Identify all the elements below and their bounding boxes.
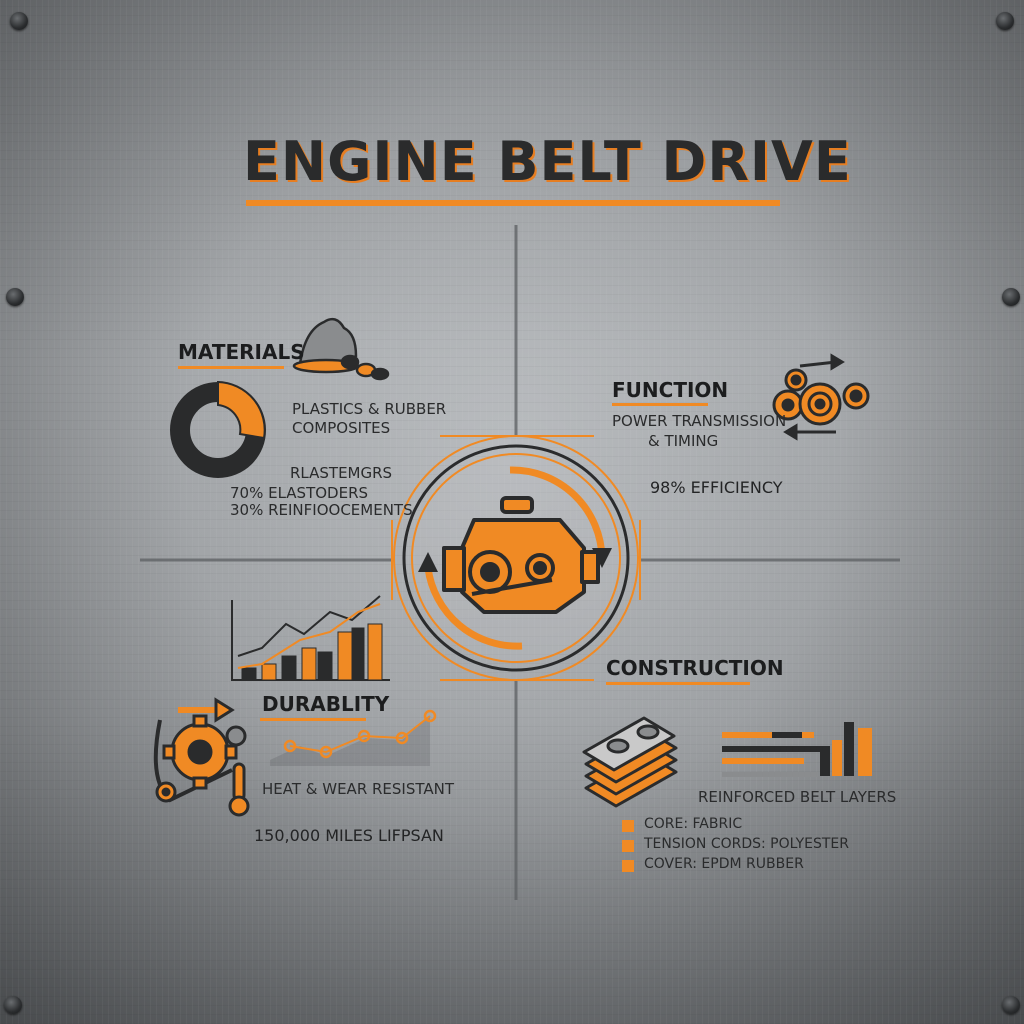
durability-line-1: HEAT & WEAR RESISTANT [262, 780, 455, 798]
rubber-pile-icon [292, 317, 390, 381]
materials-line-3: RLASTEMGRS [290, 464, 393, 482]
rivet [10, 12, 28, 30]
rivet [6, 288, 24, 306]
rivet [996, 12, 1014, 30]
materials-line-4: 70% ELASTODERS [230, 484, 369, 502]
materials-heading: MATERIALS [178, 340, 305, 364]
materials-underline [178, 366, 284, 369]
page-title: ENGINE BELT DRIVE [243, 130, 852, 193]
thermometer-icon [228, 762, 250, 817]
legend-swatch [622, 820, 634, 832]
belt-layers-icon [582, 716, 678, 808]
construction-layer-3: COVER: EPDM RUBBER [644, 856, 804, 872]
materials-line-5: 30% REINFIOOCEMENTS [230, 501, 413, 519]
function-heading: FUNCTION [612, 378, 729, 402]
function-efficiency: 98% EFFICIENCY [650, 478, 783, 497]
bar-chart-icon [231, 595, 390, 681]
title-underline [246, 200, 780, 206]
durability-lifespan: 150,000 MILES LIFPSAN [254, 826, 444, 845]
function-underline [612, 403, 708, 406]
rivet [1002, 288, 1020, 306]
function-line-1: POWER TRANSMISSION [612, 412, 787, 430]
rivet [4, 996, 22, 1014]
line-chart-icon [270, 709, 437, 766]
gear-icon [153, 697, 247, 803]
materials-donut-chart [170, 380, 266, 478]
divider-lines [140, 225, 900, 900]
construction-layer-1: CORE: FABRIC [644, 816, 743, 832]
materials-line-1: PLASTICS & RUBBER [292, 400, 447, 418]
pulley-icon [772, 353, 870, 441]
durability-heading: DURABLITY [262, 692, 390, 716]
materials-line-2: COMPOSITES [292, 419, 391, 437]
function-line-2: & TIMING [648, 432, 719, 450]
construction-bar-chart [722, 722, 872, 777]
construction-layer-2: TENSION CORDS: POLYESTER [644, 836, 849, 852]
engine-icon [442, 496, 600, 614]
construction-caption: REINFORCED BELT LAYERS [698, 788, 897, 806]
rivet [1002, 996, 1020, 1014]
construction-underline [606, 682, 750, 685]
durability-underline [260, 718, 366, 721]
legend-swatch [622, 860, 634, 872]
legend-swatch [622, 840, 634, 852]
construction-heading: CONSTRUCTION [606, 656, 784, 680]
